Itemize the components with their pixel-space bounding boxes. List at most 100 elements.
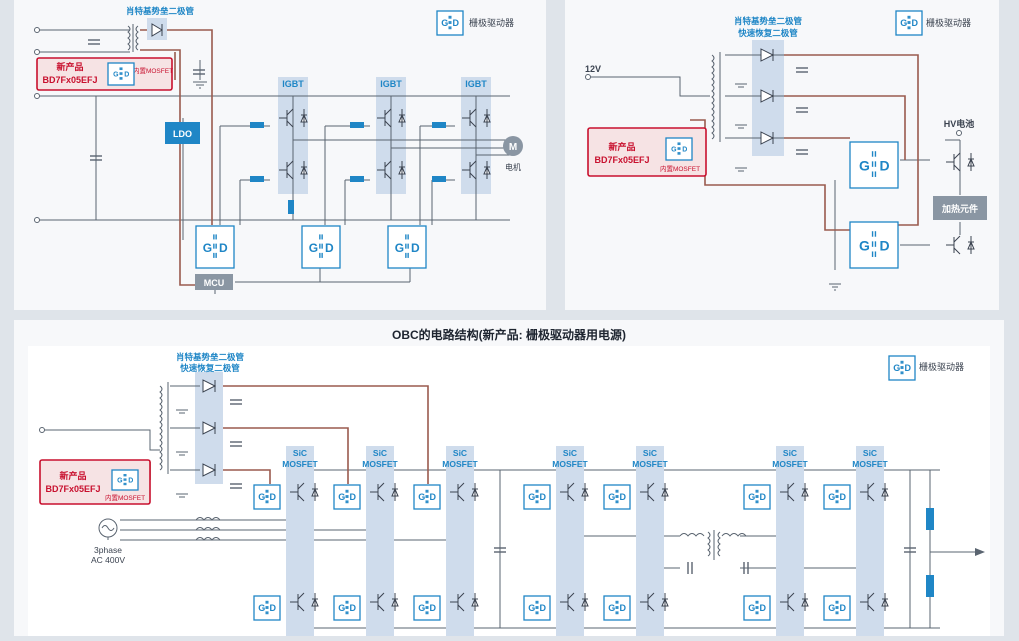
mcu-block [195,274,233,290]
gate-driver-d: D [619,603,626,613]
terminal-icon [39,427,45,433]
transistor-icon [290,482,319,502]
gate-driver-d: D [904,363,911,373]
gate-driver-legend-label: 栅极驱动器 [926,17,971,28]
gate-driver-d: D [879,158,889,174]
gate-driver-d: D [269,492,276,502]
gate-driver-d: D [539,492,546,502]
sic-mosfet-column [776,446,804,636]
gate-driver-g: G [608,492,615,502]
gate-driver-g: G [671,147,677,154]
gate-driver-d: D [325,241,334,255]
mosfet-label: MOSFET [362,459,398,469]
sic-label: SiC [453,448,467,458]
heater-element-block [933,196,987,220]
gate-driver-g: G [418,603,425,613]
transformer-icon [159,382,169,474]
ac-source-label: 3phase [94,545,122,555]
transistor-icon [780,592,809,612]
builtin-mosfet-label: 内置MOSFET [660,164,700,173]
transistor-icon [290,592,319,612]
sic-label: SiC [783,448,797,458]
transformer-icon [711,52,721,142]
gate-driver-d: D [219,241,228,255]
part-number: BD7Fx05EFJ [45,484,100,494]
gate-driver-d: D [269,603,276,613]
mosfet-label: MOSFET [282,459,318,469]
new-product-box: 新产品 BD7Fx05EFJ 内置MOSFET [36,57,173,91]
transistor-icon [640,592,669,612]
input-voltage-label: 12V [585,64,601,74]
hv-battery-label: HV电池 [944,118,975,129]
builtin-mosfet-label: 内置MOSFET [105,493,145,502]
schottky-diode-icon [147,18,167,40]
gate-driver-legend-label: 栅极驱动器 [469,17,514,28]
transistor-icon [560,592,589,612]
sic-mosfet-column [366,446,394,636]
transistor-icon [450,482,479,502]
gate-driver-d: D [539,603,546,613]
gate-driver-g: G [859,238,870,254]
gate-driver-d: D [879,238,889,254]
gate-driver-d: D [411,241,420,255]
gate-driver-legend: 栅极驱动器 [469,17,514,28]
gate-driver-d: D [911,18,918,28]
schottky-diode-label: 肖特基势垒二极管 [734,16,803,26]
new-product-label: 新产品 [56,61,83,72]
motor-icon [503,136,523,156]
ground-icon [176,409,188,498]
transistor-icon [377,108,406,128]
heater-element-label: 加热元件 [941,203,978,214]
sic-label: SiC [563,448,577,458]
gate-driver-g: G [528,603,535,613]
sic-mosfet-column [856,446,884,636]
fast-recovery-diode-label: 快速恢复二极管 [180,363,240,373]
gate-driver-g: G [828,492,835,502]
transistor-icon [279,108,308,128]
gate-driver-g: G [338,603,345,613]
obc-title: OBC的电路结构(新产品: 栅极驱动器用电源) [392,327,626,342]
gate-driver-d: D [759,603,766,613]
part-number: BD7Fx05EFJ [594,155,649,165]
gate-driver-legend: 栅极驱动器 [926,17,971,28]
inductor-icon [195,517,747,560]
capacitor-icon [230,399,916,574]
gate-resistor-icon [250,122,446,214]
sine-wave-icon [101,525,115,531]
sic-label: SiC [863,448,877,458]
transistor-icon [860,482,889,502]
gate-driver-g: G [113,72,119,79]
gate-driver-d: D [349,603,356,613]
sic-mosfet-column [556,446,584,636]
sic-mosfet-column [286,446,314,636]
diode-icon [760,48,775,145]
transistor-icon [450,592,479,612]
gate-driver-d: D [349,492,356,502]
sic-label: SiC [643,448,657,458]
gate-driver-g: G [748,492,755,502]
capacitor-icon [88,39,205,161]
gate-driver-g: G [441,18,448,28]
gate-driver-d: D [619,492,626,502]
mosfet-label: MOSFET [632,459,668,469]
igbt-label: IGBT [380,79,402,89]
transistor-icon [370,592,399,612]
sic-label: SiC [373,448,387,458]
transistor-icon [377,160,406,180]
gate-driver-g: G [859,158,870,174]
builtin-mosfet-label: 内置MOSFET [133,66,173,75]
mcu-label: MCU [204,278,225,288]
sic-mosfet-column [636,446,664,636]
diode-icon [202,379,217,477]
